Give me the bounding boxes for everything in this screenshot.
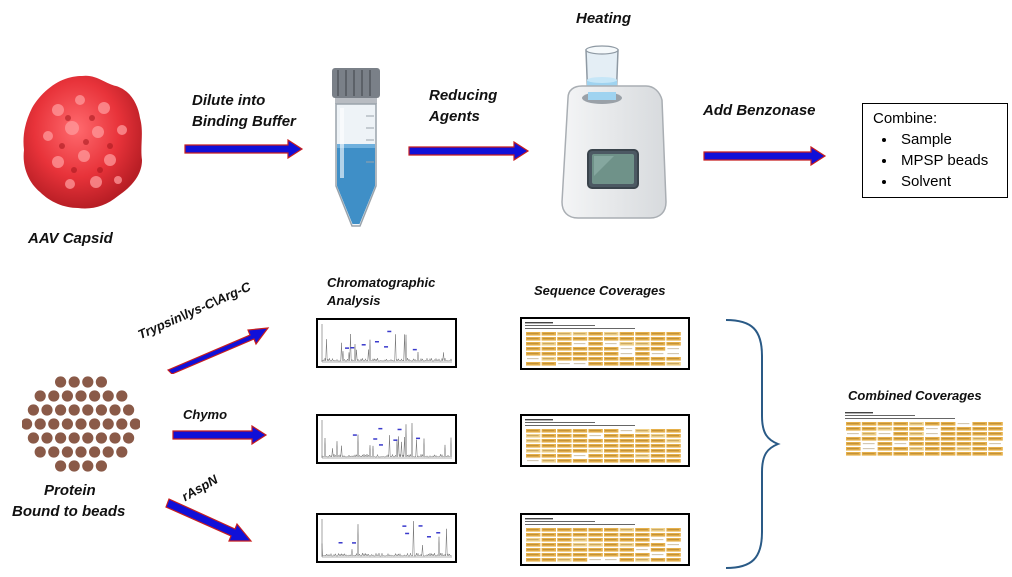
combined-coverage-image (842, 409, 1010, 457)
bead (34, 390, 46, 402)
protein-label-line1: Protein (44, 482, 96, 499)
bead (55, 376, 67, 388)
bead (89, 418, 101, 430)
bead (48, 418, 60, 430)
heater-image (554, 42, 672, 224)
combining-brace (722, 316, 782, 577)
bead (116, 446, 128, 458)
dilute-label-line1: Dilute into (192, 92, 266, 109)
bead (75, 390, 87, 402)
bead (123, 432, 135, 444)
bead (27, 404, 39, 416)
bead (109, 432, 121, 444)
bead (68, 432, 80, 444)
bead (55, 404, 67, 416)
aav-capsid-image (18, 70, 146, 214)
bead (55, 460, 67, 472)
arrow-reducing (408, 141, 530, 161)
reducing-label-line2: Agents (429, 108, 480, 125)
bead (102, 418, 114, 430)
chromatogram-raspn (316, 513, 457, 563)
bead (82, 404, 94, 416)
bead (68, 460, 80, 472)
bead (61, 390, 73, 402)
bead (55, 432, 67, 444)
bead (102, 446, 114, 458)
bead (82, 432, 94, 444)
arrow-raspn (165, 497, 255, 547)
bead (102, 390, 114, 402)
bead (75, 418, 87, 430)
bead (89, 446, 101, 458)
chromatogram-chymo (316, 414, 457, 464)
combine-item-solvent: Solvent (897, 171, 1007, 192)
arrow-trypsin (164, 318, 274, 374)
arrow-chymo (172, 425, 268, 445)
bead (116, 418, 128, 430)
bead (27, 432, 39, 444)
bead (95, 376, 107, 388)
arrow-dilute (184, 139, 304, 159)
bead (116, 390, 128, 402)
combine-item-beads: MPSP beads (897, 150, 1007, 171)
bead (95, 404, 107, 416)
combine-box: Combine: Sample MPSP beads Solvent (862, 103, 1008, 198)
sequence-coverages-label: Sequence Coverages (534, 283, 666, 298)
protein-label-line2: Bound to beads (12, 503, 126, 520)
bead (41, 432, 53, 444)
bead (68, 376, 80, 388)
aav-capsid-label: AAV Capsid (28, 230, 113, 247)
heating-label: Heating (576, 10, 632, 27)
beads-image (21, 374, 141, 474)
bead (41, 404, 53, 416)
bead (82, 376, 94, 388)
combined-coverages-label: Combined Coverages (848, 388, 982, 403)
bead (61, 418, 73, 430)
bead (109, 404, 121, 416)
sequence-coverage-chymo (520, 414, 690, 467)
combine-title: Combine: (873, 110, 938, 127)
bead (68, 404, 80, 416)
bead (89, 390, 101, 402)
bead (123, 404, 135, 416)
bead (82, 460, 94, 472)
chromatographic-label-line2: Analysis (327, 293, 381, 308)
bead (95, 460, 107, 472)
bead (75, 446, 87, 458)
bead (129, 418, 141, 430)
chromatographic-label-line1: Chromatographic (327, 275, 436, 290)
dilute-label-line2: Binding Buffer (192, 113, 296, 130)
tube-image (326, 66, 386, 230)
sequence-coverage-trypsin (520, 317, 690, 370)
bead (61, 446, 73, 458)
bead (34, 418, 46, 430)
combine-list: Sample MPSP beads Solvent (873, 129, 1007, 192)
bead (34, 446, 46, 458)
sequence-coverage-raspn (520, 513, 690, 566)
bead (48, 390, 60, 402)
enzyme-label-chymo: Chymo (183, 407, 228, 422)
chromatogram-trypsin (316, 318, 457, 368)
bead (95, 432, 107, 444)
reducing-label-line1: Reducing (429, 87, 498, 104)
arrow-benzonase (703, 146, 827, 166)
bead (48, 446, 60, 458)
bead (21, 418, 33, 430)
add-benzonase-label: Add Benzonase (703, 102, 816, 119)
combine-item-sample: Sample (897, 129, 1007, 150)
